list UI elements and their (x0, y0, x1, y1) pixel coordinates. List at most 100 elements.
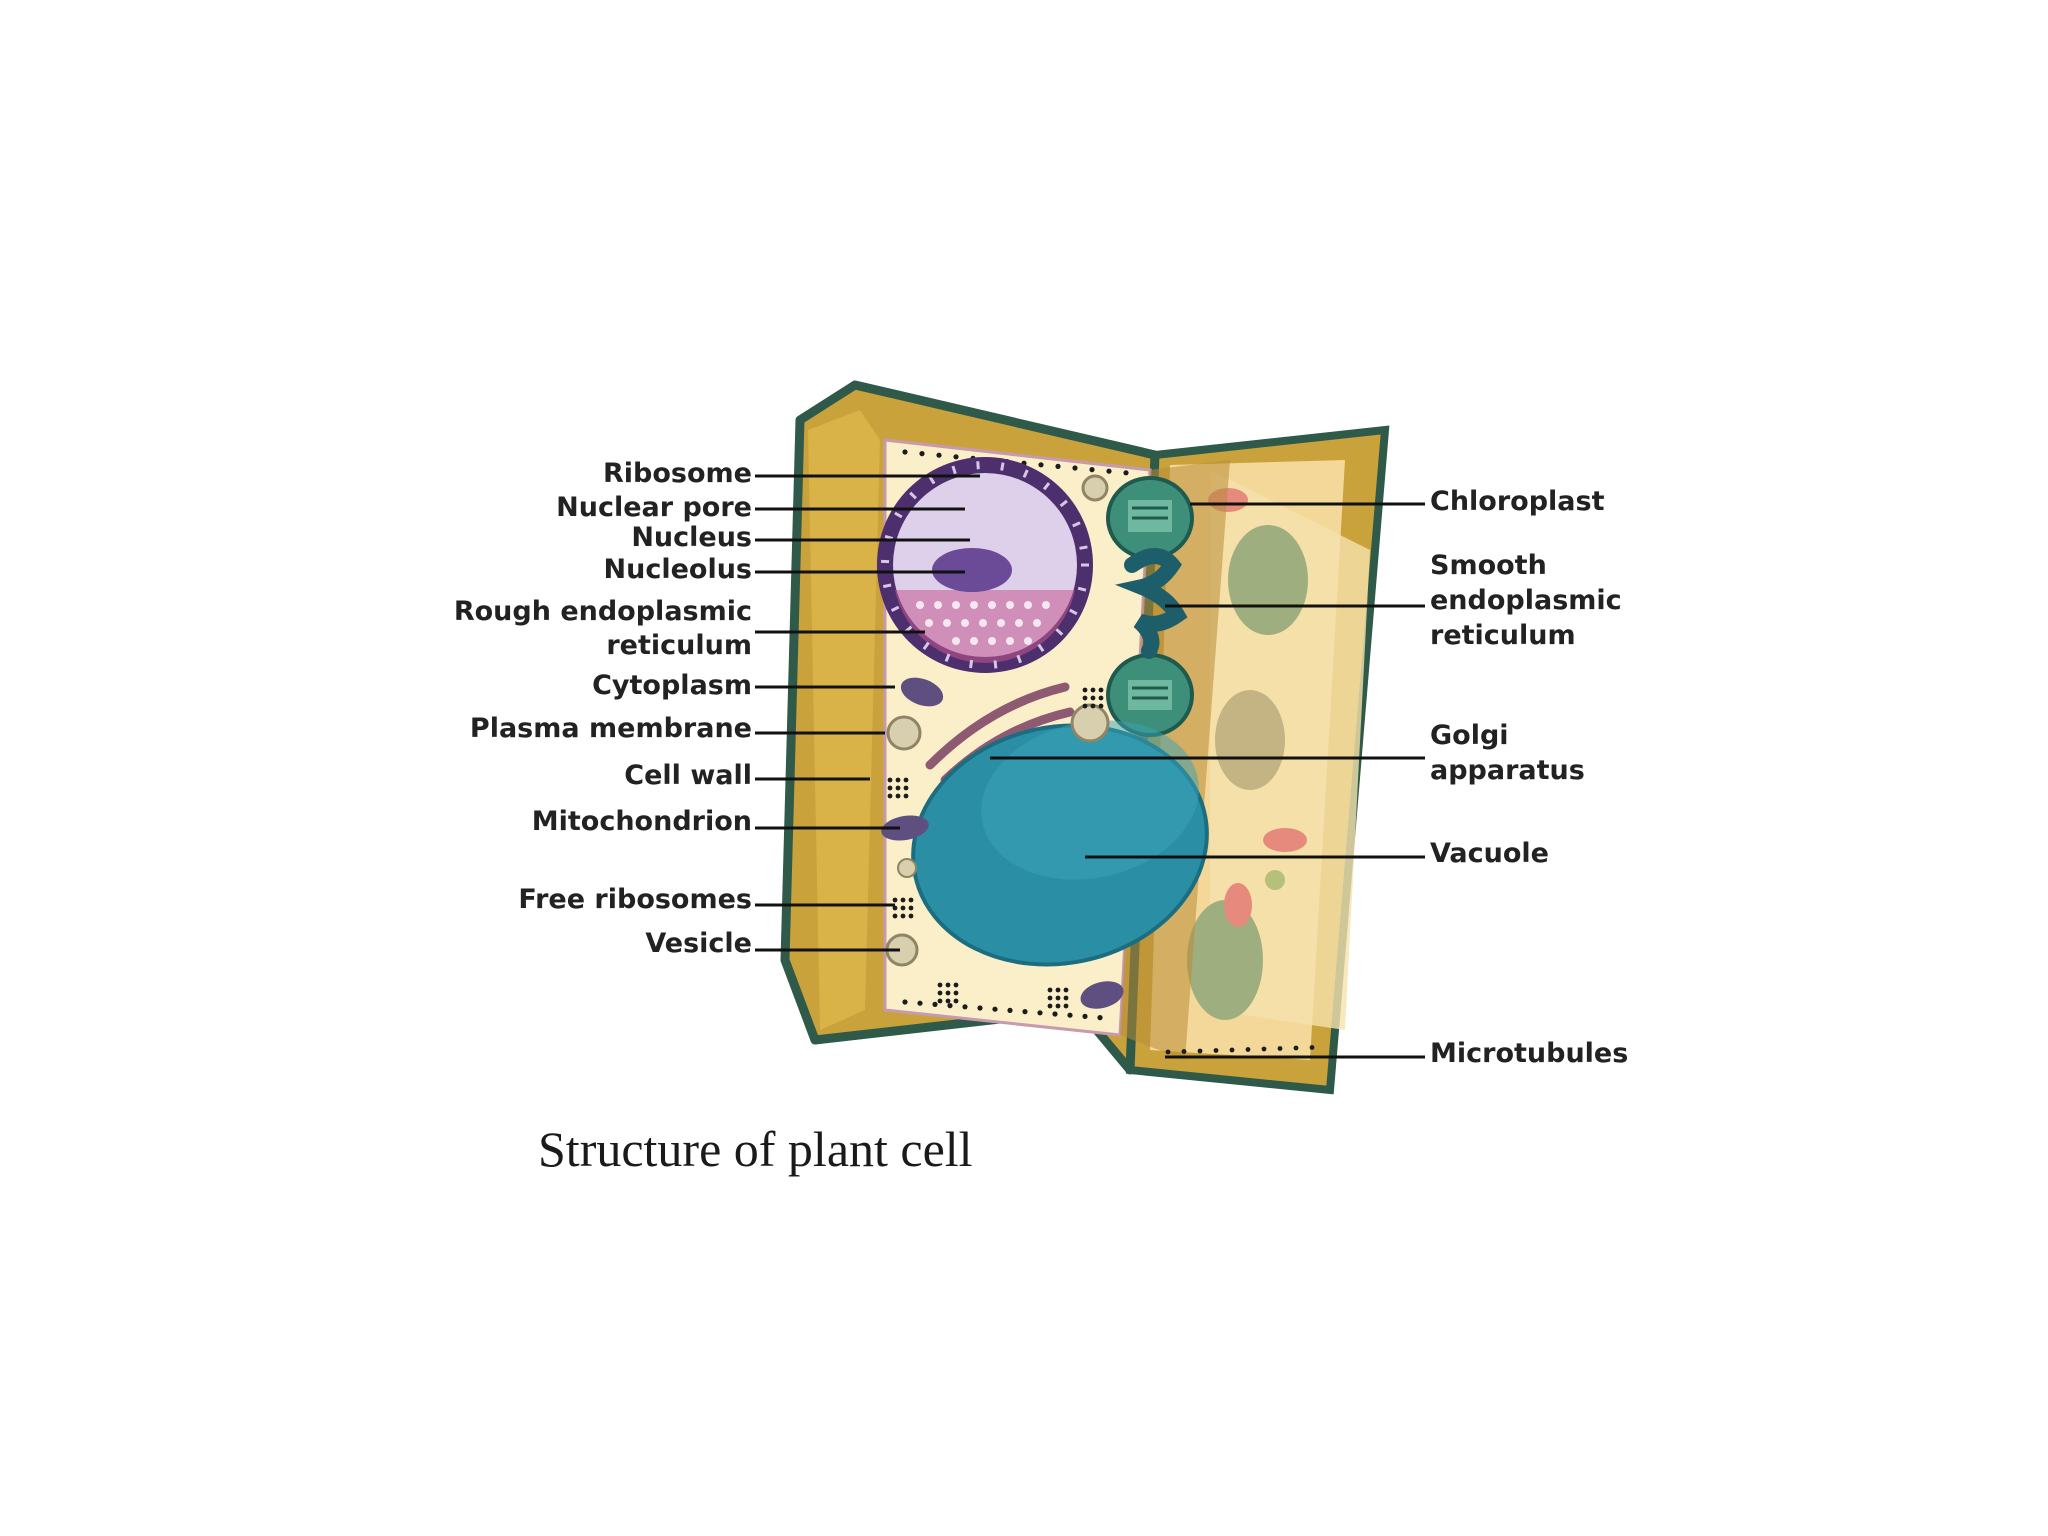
side-granule (1265, 870, 1285, 890)
free-ribosome-dot (1047, 995, 1053, 1001)
ribosome-dot (953, 454, 959, 460)
free-ribosome-dots (887, 687, 1104, 1009)
free-ribosome-dot (887, 777, 893, 783)
nucleus (877, 457, 1093, 673)
free-ribosome-dot (1090, 703, 1096, 709)
label-rough-er-line1: Rough endoplasmic (453, 596, 752, 627)
free-ribosome-dot (892, 913, 898, 919)
label-golgi-line2: apparatus (1430, 755, 1585, 786)
free-ribosome-dot (1055, 1003, 1061, 1009)
free-ribosome-dot (908, 913, 914, 919)
nuclear-pore-mark (1055, 628, 1064, 636)
nuclear-pore-mark (976, 461, 980, 470)
free-ribosome-dot (1098, 687, 1104, 693)
label-microtubules: Microtubules (1430, 1038, 1629, 1069)
ribosome-dot (1082, 1013, 1088, 1020)
label-smooth-er-line1: Smooth (1430, 550, 1547, 581)
free-ribosome-dot (900, 897, 906, 903)
free-ribosome-dot (1090, 695, 1096, 701)
free-ribosome-dot (953, 998, 959, 1004)
free-ribosome-dot (937, 990, 943, 996)
rough-er-dot (1024, 601, 1032, 609)
side-chloroplast (1187, 900, 1263, 1020)
free-ribosome-dot (953, 982, 959, 988)
nuclear-pore-mark (1079, 545, 1088, 550)
label-free-ribosomes: Free ribosomes (518, 884, 752, 915)
ribosome-dot (1123, 470, 1129, 476)
rough-er-dot (970, 601, 978, 609)
ribosome-dot (936, 452, 942, 458)
free-ribosome-dot (1082, 695, 1088, 701)
microtubule-dot (1181, 1049, 1187, 1054)
side-vesicle (1224, 883, 1252, 927)
free-ribosome-dot (1082, 703, 1088, 709)
rough-er-dot (1024, 637, 1032, 645)
ribosome-dot (962, 1004, 968, 1010)
rough-er-dot (997, 619, 1005, 627)
ribosome-dot (1037, 1010, 1043, 1016)
ribosome-dot (919, 451, 925, 457)
label-smooth-er-line2: endoplasmic (1430, 585, 1622, 616)
nuclear-pore-mark (1072, 521, 1081, 528)
rough-er-dot (925, 619, 933, 627)
free-ribosome-dot (945, 998, 951, 1004)
label-rough-er-line2: reticulum (606, 630, 752, 661)
free-ribosome-dot (1047, 987, 1053, 993)
ribosome-dot (977, 1005, 983, 1011)
free-ribosome-dot (1047, 1003, 1053, 1009)
leader-lines (755, 474, 1425, 1059)
nuclear-pore-mark (909, 491, 917, 500)
nuclear-pore-mark (894, 511, 903, 519)
ribosome-dot (1055, 463, 1061, 469)
microtubule-dot (1245, 1047, 1251, 1052)
rough-er-dot (934, 601, 942, 609)
ribosome-dot (902, 449, 908, 455)
nuclear-pore-mark (969, 659, 974, 669)
free-ribosome-dot (908, 905, 914, 911)
rough-er-dot (970, 637, 978, 645)
free-ribosome-dot (895, 777, 901, 783)
free-ribosome-dot (937, 998, 943, 1004)
rough-er-dot (988, 601, 996, 609)
nuclear-pore-mark (884, 534, 894, 540)
free-ribosome-dot (1055, 995, 1061, 1001)
free-ribosome-dot (945, 990, 951, 996)
nuclear-pore-mark (944, 653, 951, 662)
side-vesicle (1263, 828, 1307, 852)
ribosome-dot (1089, 467, 1095, 473)
label-nucleolus: Nucleolus (603, 554, 753, 585)
nuclear-pore-mark (882, 583, 892, 589)
free-ribosome-dot (900, 913, 906, 919)
microtubule-dot (1213, 1048, 1219, 1053)
ribosome-dot (992, 1006, 998, 1012)
rough-er-dot (988, 637, 996, 645)
nucleolus (932, 548, 1012, 592)
nuclear-pore-mark (993, 660, 998, 669)
ribosome-dot (947, 1003, 953, 1009)
ribosome-dot (1097, 1015, 1103, 1021)
ribosome-dot (1007, 1007, 1013, 1014)
label-smooth-er-line3: reticulum (1430, 620, 1576, 651)
ribosome-dot (902, 999, 908, 1005)
free-ribosome-dot (887, 785, 893, 791)
free-ribosome-dot (900, 905, 906, 911)
microtubule-dot (1309, 1045, 1315, 1050)
microtubule-dot (1229, 1047, 1235, 1053)
free-ribosome-dot (1055, 987, 1061, 993)
nuclear-pore-mark (951, 465, 957, 475)
label-vacuole: Vacuole (1430, 838, 1549, 869)
nuclear-pore-mark (1016, 654, 1022, 664)
microtubule-dot (1261, 1046, 1267, 1052)
free-ribosome-dot (1063, 987, 1069, 993)
rough-er-dot (952, 637, 960, 645)
free-ribosome-dot (903, 785, 909, 791)
nuclear-pore-mark (1069, 608, 1078, 616)
mitochondrion (881, 677, 1124, 1009)
label-nucleus: Nucleus (631, 522, 752, 553)
free-ribosome-dot (895, 785, 901, 791)
smooth-er (1115, 548, 1188, 659)
free-ribosome-dot (903, 793, 909, 799)
ribosome-dot (932, 1001, 938, 1008)
free-ribosome-dot (945, 982, 951, 988)
